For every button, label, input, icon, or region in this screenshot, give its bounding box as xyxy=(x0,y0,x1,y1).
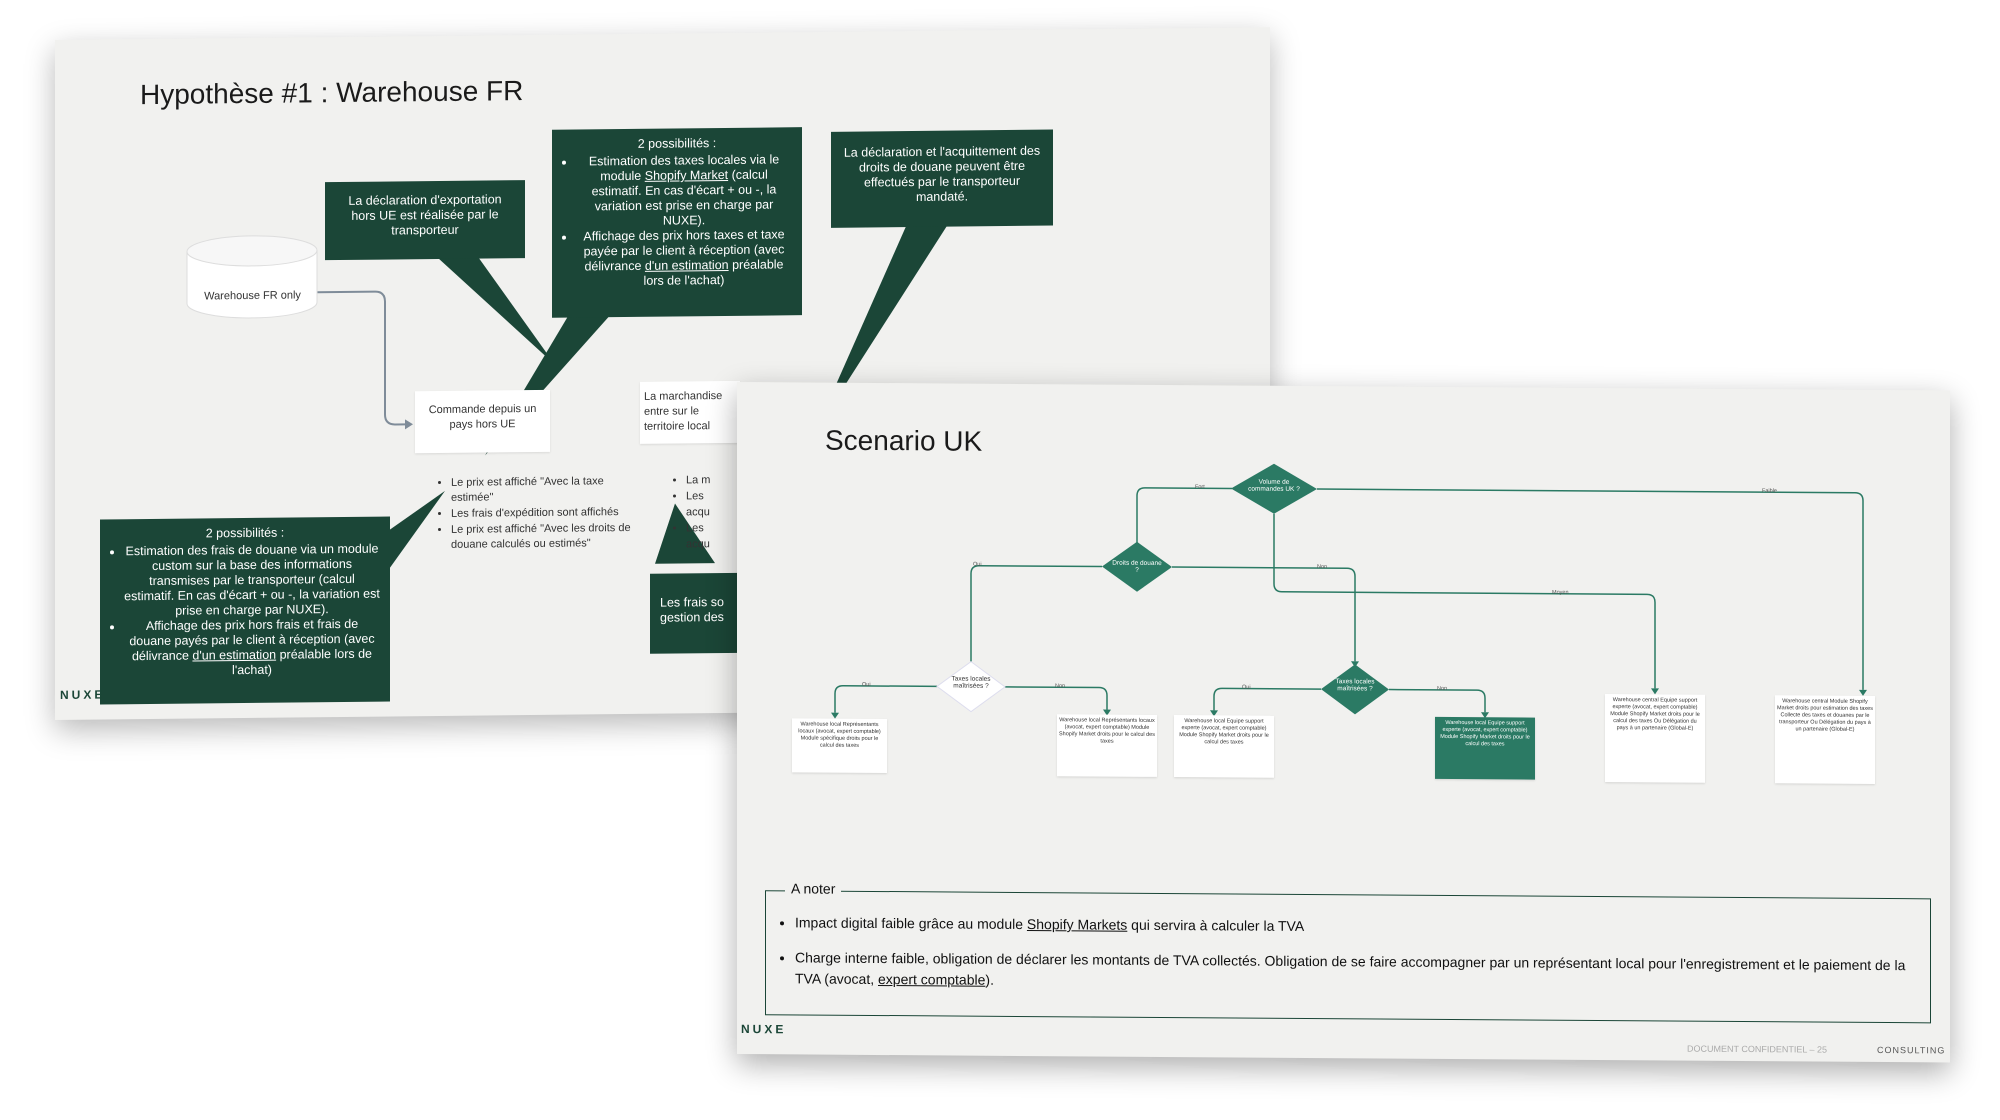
edge-volume-fort xyxy=(1136,487,1232,565)
edge-label-fort: Fort xyxy=(1195,484,1205,491)
edge-label-oui: Oui xyxy=(973,561,982,568)
diamond-volume xyxy=(1231,463,1317,514)
order-bullets: Le prix est affiché "Avec la taxe estimé… xyxy=(435,474,645,554)
diamond-droits xyxy=(1102,541,1172,592)
edge-label-oui: Oui xyxy=(862,681,871,688)
edge-taxes-left-oui xyxy=(834,684,937,713)
duties-callout-heading: 2 possibilités : xyxy=(205,525,285,541)
taxes-callout-heading: 2 possibilités : xyxy=(637,136,717,151)
diamond-taxes-left xyxy=(936,661,1006,713)
leaf-box: Warehouse central Equipe support experte… xyxy=(1605,694,1705,783)
edge-label-non: Non xyxy=(1317,564,1328,571)
export-callout-pointer xyxy=(425,245,555,365)
market-box: La marchandise entre sur le territoire l… xyxy=(640,380,740,444)
edge-label-non: Non xyxy=(1055,683,1066,690)
note-item: Charge interne faible, obligation de déc… xyxy=(795,947,1919,997)
diamond-droits-label: Droits de douane ? xyxy=(1112,559,1162,574)
bullet-item: La m xyxy=(686,473,740,489)
uk-decision-tree xyxy=(831,463,1867,719)
customs-callout: La déclaration et l'acquittement des dro… xyxy=(831,129,1053,228)
fees-callout: Les frais so gestion des xyxy=(650,572,740,654)
leaf-box-highlighted: Warehouse local Equipe support experte (… xyxy=(1435,716,1535,780)
cylinder-to-order-arrow xyxy=(317,290,405,426)
diamond-volume-label: Volume de commandes UK ? xyxy=(1248,478,1300,493)
arrow-head xyxy=(405,419,413,430)
bullet-item: acqu xyxy=(686,506,710,519)
taxes-callout: 2 possibilités : Estimation des taxes lo… xyxy=(552,127,802,318)
diamond-taxes-right-label: Taxes locales maîtrisées ? xyxy=(1335,678,1375,693)
bullet-item: Le prix est affiché "Avec la taxe estimé… xyxy=(451,474,645,506)
edge-label-moyen: Moyen xyxy=(1552,589,1569,596)
diamond-taxes-right xyxy=(1321,664,1389,715)
bullet-item: Les frais d'expédition sont affichés xyxy=(451,505,645,522)
nuxe-logo: NUXE xyxy=(60,687,106,702)
market-bullets: La m Les acqu Les acqu xyxy=(670,473,740,554)
slide-warehouse-fr: Hypothèse #1 : Warehouse FR Warehouse FR… xyxy=(55,27,1270,721)
fees-callout-pointer xyxy=(655,503,715,564)
edge-taxes-left-non xyxy=(1005,686,1108,710)
warehouse-cylinder xyxy=(186,235,318,319)
bullet-item: Le prix est affiché "Avec les droits de … xyxy=(451,521,645,553)
edge-label-oui: Oui xyxy=(1242,684,1251,691)
edge-label-non: Non xyxy=(1437,685,1448,692)
export-callout: La déclaration d'exportation hors UE est… xyxy=(325,180,525,261)
duties-callout-pointer xyxy=(380,490,445,582)
slide-scenario-uk: Scenario UK xyxy=(737,382,1950,1063)
edge-volume-moyen xyxy=(1273,513,1656,689)
leaf-box: Warehouse local Equipe support experte (… xyxy=(1174,715,1274,778)
cylinder-label: Warehouse FR only xyxy=(204,289,301,303)
bullet-item: acqu xyxy=(686,538,710,551)
duties-option: Affichage des prix hors frais et frais d… xyxy=(124,617,380,680)
leaf-box: Warehouse central Module Shopify Market … xyxy=(1775,695,1875,784)
consulting-brand: CONSULTING xyxy=(1877,1044,1946,1056)
taxes-option: Estimation des taxes locales via le modu… xyxy=(576,152,792,229)
confidential-footer: DOCUMENT CONFIDENTIEL – 25 xyxy=(1687,1043,1828,1055)
edge-droits-oui xyxy=(970,564,1102,679)
edge-label-faible: Faible xyxy=(1762,488,1777,495)
diamond-taxes-left-label: Taxes locales maîtrisées ? xyxy=(951,675,991,690)
leaf-box: Warehouse local Représentants locaux (av… xyxy=(1057,714,1157,777)
taxes-option: Affichage des prix hors taxes et taxe pa… xyxy=(576,227,792,289)
order-box: Commande depuis un pays hors UE xyxy=(415,389,550,454)
bullet-item: Les xyxy=(686,521,740,537)
note-list: Impact digital faible grâce au module Sh… xyxy=(779,912,1919,1011)
customs-callout-pointer xyxy=(815,205,960,433)
edge-taxes-right-non xyxy=(1389,688,1486,713)
edge-droits-non xyxy=(1172,566,1356,662)
duties-callout: 2 possibilités : Estimation des frais de… xyxy=(100,516,390,705)
bullet-item: Les xyxy=(686,489,740,505)
duties-option: Estimation des frais de douane via un mo… xyxy=(124,542,380,620)
leaf-box: Warehouse local Représentants locaux (av… xyxy=(792,718,887,774)
nuxe-logo: NUXE xyxy=(741,1022,787,1037)
edge-volume-faible xyxy=(1317,488,1864,690)
note-title: A noter xyxy=(785,880,842,897)
edge-taxes-right-oui xyxy=(1213,687,1321,711)
